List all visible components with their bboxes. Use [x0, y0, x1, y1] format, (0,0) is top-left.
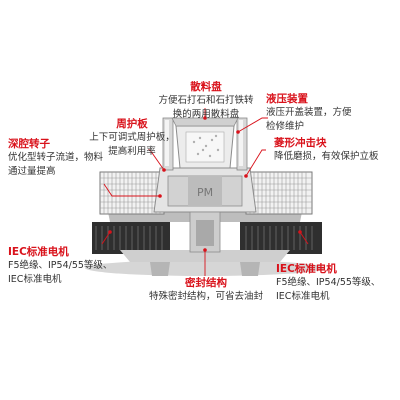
annotation-motor-right: IEC标准电机 F5绝缘、IP54/55等级、 IEC标准电机 — [276, 262, 398, 303]
right-guard-cage — [245, 171, 313, 215]
leader-motor-left — [101, 231, 111, 245]
annotation-title: 液压装置 — [266, 93, 308, 105]
left-guard-cage — [99, 171, 165, 215]
chamber-mark: PM — [197, 186, 213, 199]
leader-impact-block — [245, 149, 266, 177]
left-motor — [92, 222, 170, 254]
annotation-desc: 上下可调式周护板， 提高利用率 — [89, 132, 175, 157]
annotation-desc: F5绝缘、IP54/55等级、 IEC标准电机 — [8, 260, 113, 285]
annotation-distribution-plate: 散料盘 方便石打石和石打铁转 换的两用散料盘 — [150, 80, 262, 121]
annotation-desc: 方便石打石和石打铁转 换的两用散料盘 — [158, 95, 254, 120]
hydraulic-cylinders — [162, 117, 248, 171]
annotation-title: 散料盘 — [190, 81, 222, 93]
annotation-title: 深腔转子 — [8, 138, 50, 150]
leader-lines — [101, 108, 309, 276]
annotation-rhombic-impact-block: 菱形冲击块 降低磨损，有效保护立板 — [274, 136, 398, 164]
annotation-desc: 优化型转子流道，物料 通过量提高 — [8, 152, 104, 177]
annotation-title: IEC标准电机 — [8, 246, 69, 258]
annotation-seal-structure: 密封结构 特殊密封结构，可省去油封 — [136, 276, 276, 304]
right-motor — [240, 222, 322, 254]
annotation-desc: F5绝缘、IP54/55等级、 IEC标准电机 — [276, 277, 381, 302]
feed-hopper — [171, 117, 239, 169]
crushing-chamber: PM — [153, 167, 257, 253]
annotation-title: 菱形冲击块 — [274, 137, 327, 149]
leader-guard — [148, 149, 165, 171]
annotation-desc: 降低磨损，有效保护立板 — [274, 151, 379, 162]
annotation-hydraulic-device: 液压装置 液压开盖装置，方便 检修维护 — [266, 92, 396, 133]
annotation-title: IEC标准电机 — [276, 263, 337, 275]
annotation-title: 密封结构 — [185, 277, 227, 289]
leader-rotor — [103, 183, 160, 197]
leader-hydraulic — [237, 117, 268, 133]
annotation-deep-cavity-rotor: 深腔转子 优化型转子流道，物料 通过量提高 — [8, 137, 128, 178]
leader-dots — [108, 116, 302, 252]
annotation-title: 周护板 — [116, 118, 148, 130]
leader-motor-right — [299, 231, 309, 245]
annotation-desc: 特殊密封结构，可省去油封 — [148, 291, 263, 302]
annotation-desc: 液压开盖装置，方便 检修维护 — [266, 107, 352, 132]
annotation-motor-left: IEC标准电机 F5绝缘、IP54/55等级、 IEC标准电机 — [8, 245, 140, 286]
annotation-peripheral-guard: 周护板 上下可调式周护板， 提高利用率 — [76, 117, 188, 158]
